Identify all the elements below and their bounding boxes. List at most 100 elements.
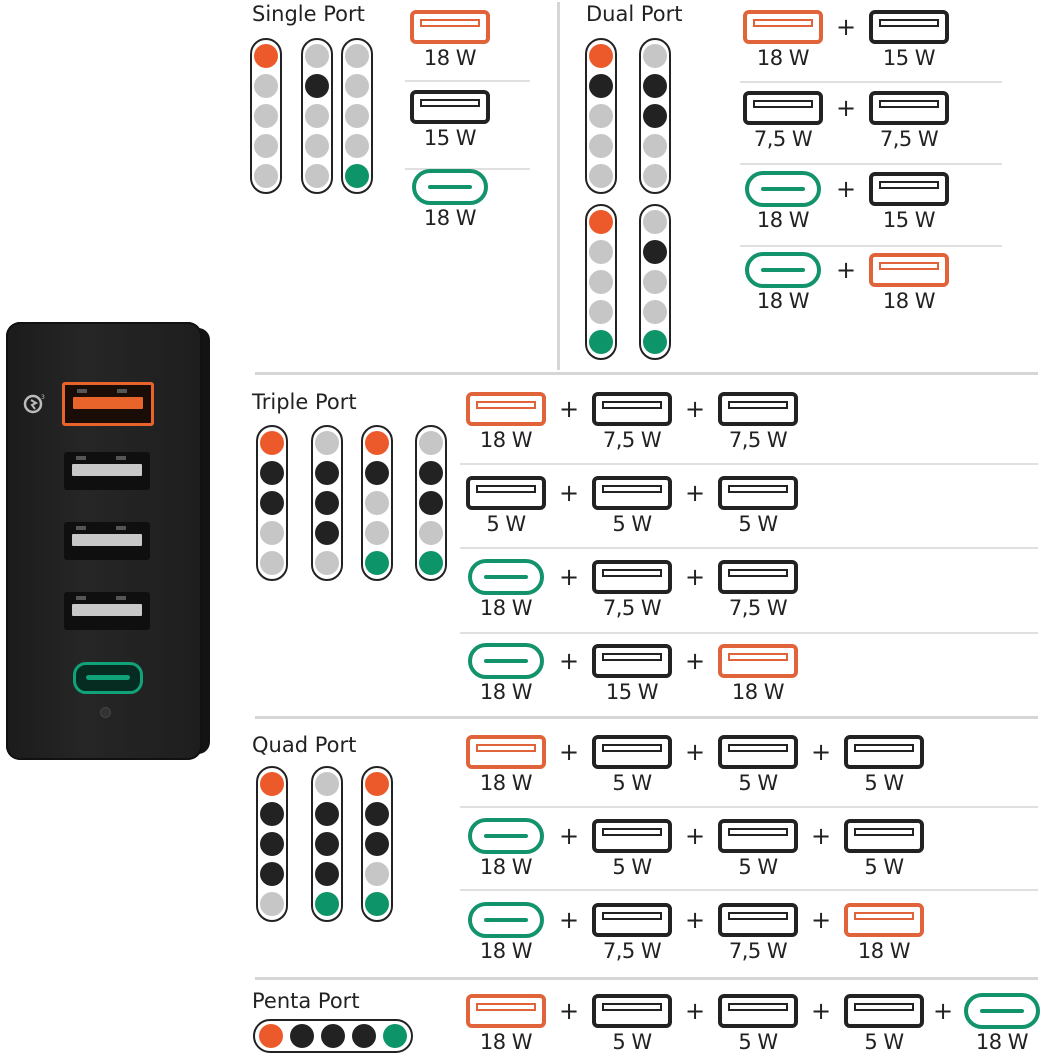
led-green bbox=[345, 164, 369, 188]
quad-option-1-port-1-wattage: 18 W bbox=[479, 771, 533, 795]
quad-option-2-port-3-wattage: 5 W bbox=[738, 855, 778, 879]
quad-option-2-port-1-wattage: 18 W bbox=[479, 855, 533, 879]
led-gray bbox=[589, 240, 613, 264]
led-orange bbox=[260, 431, 284, 455]
led-black bbox=[290, 1024, 314, 1048]
charger-port-usb-2 bbox=[64, 522, 150, 560]
quad-row-divider-2 bbox=[460, 889, 1038, 891]
penta-led-indicator-1 bbox=[253, 1019, 413, 1053]
led-gray bbox=[345, 104, 369, 128]
led-black bbox=[315, 832, 339, 856]
led-orange bbox=[365, 772, 389, 796]
usb-a-quick-charge-icon bbox=[466, 994, 546, 1028]
led-gray bbox=[589, 300, 613, 324]
quad-option-1-port-3-wattage: 5 W bbox=[738, 771, 778, 795]
dual-option-4-port-1-wattage: 18 W bbox=[756, 289, 810, 313]
quad-option-1-port-4-wattage: 5 W bbox=[864, 771, 904, 795]
svg-text:3: 3 bbox=[41, 394, 45, 401]
dual-led-indicator-2 bbox=[639, 38, 671, 194]
led-black bbox=[260, 862, 284, 886]
led-black bbox=[315, 491, 339, 515]
plus-sign: + bbox=[558, 647, 580, 675]
led-gray bbox=[589, 164, 613, 188]
led-gray bbox=[315, 431, 339, 455]
plus-sign: + bbox=[558, 563, 580, 591]
led-black bbox=[260, 491, 284, 515]
divider-penta bbox=[255, 977, 1038, 980]
plus-sign: + bbox=[558, 738, 580, 766]
led-orange bbox=[365, 431, 389, 455]
led-gray bbox=[305, 104, 329, 128]
led-black bbox=[352, 1024, 376, 1048]
penta-option-1-port-5-wattage: 18 W bbox=[975, 1030, 1029, 1054]
penta-option-1-port-2-wattage: 5 W bbox=[612, 1030, 652, 1054]
triple-led-indicator-4 bbox=[415, 425, 447, 581]
usb-a-icon bbox=[592, 392, 672, 426]
led-black bbox=[589, 74, 613, 98]
led-orange bbox=[589, 210, 613, 234]
dual-option-2-port-1-wattage: 7,5 W bbox=[753, 127, 813, 151]
usb-a-icon bbox=[743, 91, 823, 125]
heading-triple-port: Triple Port bbox=[252, 390, 357, 414]
plus-sign: + bbox=[835, 13, 857, 41]
led-gray bbox=[305, 164, 329, 188]
usb-a-quick-charge-icon bbox=[743, 10, 823, 44]
triple-led-indicator-2 bbox=[311, 425, 343, 581]
triple-option-4-port-1-wattage: 18 W bbox=[479, 680, 533, 704]
dual-option-3-port-2-wattage: 15 W bbox=[882, 208, 936, 232]
penta-option-1-port-3-wattage: 5 W bbox=[738, 1030, 778, 1054]
dual-led-indicator-1 bbox=[585, 38, 617, 194]
led-gray bbox=[315, 772, 339, 796]
usb-a-icon bbox=[592, 903, 672, 937]
led-orange bbox=[589, 44, 613, 68]
usb-a-icon bbox=[869, 10, 949, 44]
quad-option-2-port-2-wattage: 5 W bbox=[612, 855, 652, 879]
led-black bbox=[321, 1024, 345, 1048]
single-led-indicator-3 bbox=[341, 38, 373, 194]
plus-sign: + bbox=[684, 906, 706, 934]
led-green bbox=[365, 551, 389, 575]
dual-row-divider-1 bbox=[740, 81, 1002, 83]
led-gray bbox=[643, 134, 667, 158]
plus-sign: + bbox=[684, 647, 706, 675]
dual-option-1-port-1-wattage: 18 W bbox=[756, 46, 810, 70]
plus-sign: + bbox=[932, 997, 954, 1025]
penta-option-1-port-4-wattage: 5 W bbox=[864, 1030, 904, 1054]
led-gray bbox=[589, 134, 613, 158]
led-gray bbox=[365, 862, 389, 886]
usb-a-icon bbox=[410, 90, 490, 124]
charger-port-usb-3 bbox=[64, 592, 150, 630]
divider-triple bbox=[255, 372, 1038, 375]
usb-a-icon bbox=[592, 819, 672, 853]
led-black bbox=[315, 802, 339, 826]
led-black bbox=[305, 74, 329, 98]
triple-option-4-port-3-wattage: 18 W bbox=[731, 680, 785, 704]
led-gray bbox=[345, 134, 369, 158]
usb-a-icon bbox=[592, 644, 672, 678]
divider-vertical bbox=[557, 2, 560, 370]
led-black bbox=[643, 240, 667, 264]
led-gray bbox=[254, 104, 278, 128]
usb-a-quick-charge-icon bbox=[466, 735, 546, 769]
charger-port-usb-1 bbox=[64, 452, 150, 490]
led-black bbox=[260, 832, 284, 856]
triple-led-indicator-3 bbox=[361, 425, 393, 581]
usb-c-icon bbox=[468, 559, 544, 595]
plus-sign: + bbox=[684, 822, 706, 850]
dual-option-4-port-2-wattage: 18 W bbox=[882, 289, 936, 313]
triple-option-1-port-2-wattage: 7,5 W bbox=[602, 428, 662, 452]
dual-row-divider-3 bbox=[740, 245, 1002, 247]
usb-a-icon bbox=[718, 476, 798, 510]
dual-row-divider-2 bbox=[740, 163, 1002, 165]
led-gray bbox=[260, 551, 284, 575]
led-gray bbox=[419, 431, 443, 455]
usb-a-icon bbox=[592, 476, 672, 510]
plus-sign: + bbox=[558, 822, 580, 850]
triple-led-indicator-1 bbox=[256, 425, 288, 581]
led-gray bbox=[643, 270, 667, 294]
usb-a-icon bbox=[718, 560, 798, 594]
led-gray bbox=[315, 551, 339, 575]
led-black bbox=[315, 461, 339, 485]
usb-a-icon bbox=[592, 994, 672, 1028]
plus-sign: + bbox=[558, 997, 580, 1025]
